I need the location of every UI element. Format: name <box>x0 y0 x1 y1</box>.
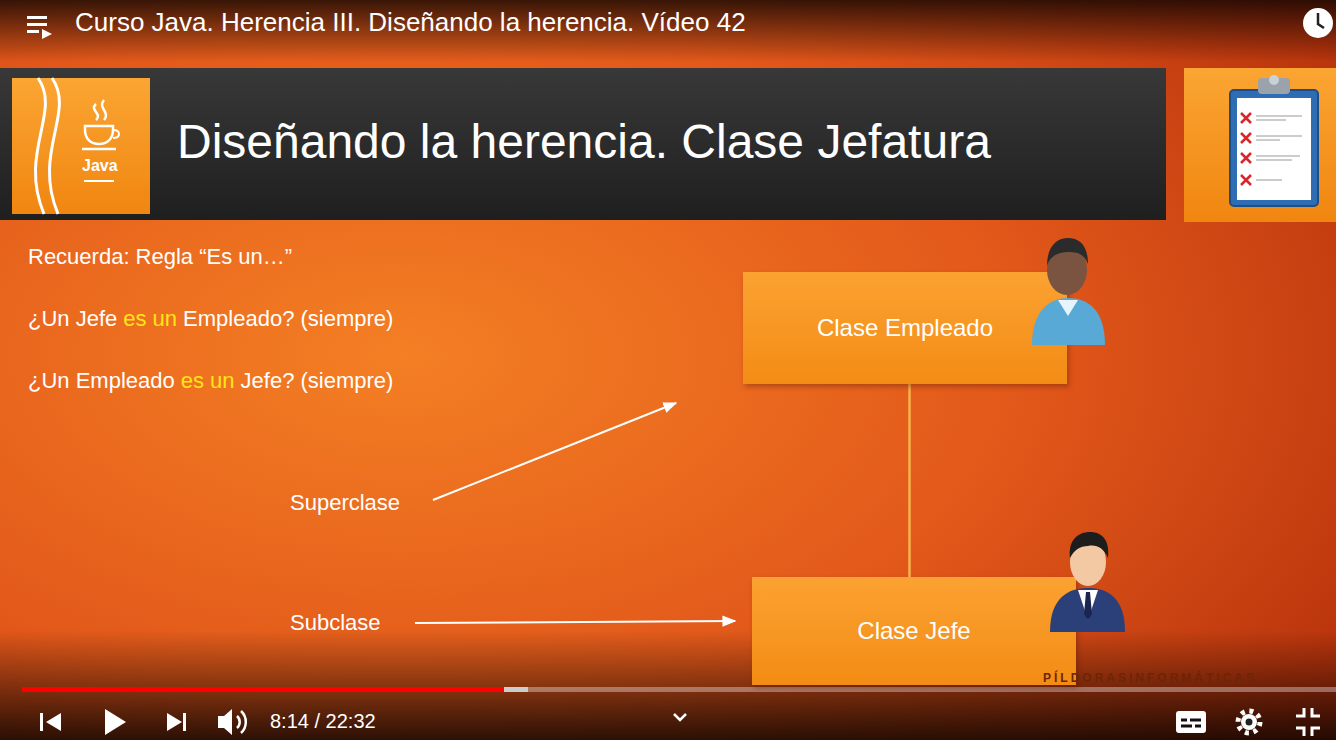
java-underline <box>84 180 114 182</box>
clipboard-clip <box>1269 75 1279 85</box>
logo-curve <box>49 78 59 214</box>
title-bar <box>0 68 1166 220</box>
clock-hand <box>1318 13 1324 28</box>
callout-label: Subclase <box>290 610 381 636</box>
next-icon <box>183 713 186 731</box>
boss-head <box>1070 538 1106 586</box>
fullscreen-exit-icon <box>1296 708 1320 736</box>
callout-arrow <box>433 403 676 500</box>
callout-label: Superclase <box>290 490 400 516</box>
logo-curve <box>35 78 45 214</box>
java-cup <box>85 126 113 144</box>
x-mark <box>1241 175 1251 185</box>
list-line <box>1256 116 1302 180</box>
question-text: Jefe? (siempre) <box>241 368 394 394</box>
logo-text: Java <box>82 156 118 175</box>
note-text: Recuerda: Regla “Es un…” <box>28 244 292 270</box>
playlist-play <box>42 29 52 39</box>
watermark: PÍLDORASINFORMÁTICAS <box>1043 671 1257 685</box>
employee-hair <box>1047 238 1088 266</box>
java-logo-box <box>12 78 150 214</box>
chevron-icon <box>674 714 686 720</box>
next-icon <box>167 713 182 731</box>
boss-tie <box>1084 592 1092 620</box>
gear-icon <box>1241 714 1257 730</box>
x-mark <box>1241 113 1251 123</box>
prev-icon <box>40 713 43 731</box>
highlight-text: es un <box>181 368 235 394</box>
x-mark <box>1241 153 1251 163</box>
volume-icon <box>218 709 232 735</box>
progress-track <box>22 687 1336 692</box>
boss-hair <box>1070 532 1109 558</box>
question-text: Empleado? (siempre) <box>183 306 393 332</box>
employee-body <box>1032 298 1105 345</box>
boss-shirt <box>1078 590 1098 620</box>
player-bottom-shade <box>0 630 1336 740</box>
box-label: Clase Jefe <box>857 617 970 646</box>
icon-box <box>1184 68 1336 222</box>
playlist-bar <box>27 30 39 33</box>
progress-played <box>22 687 504 692</box>
slide-title: Diseñando la herencia. Clase Jefatura <box>177 116 991 169</box>
subtitles-icon <box>1176 711 1206 733</box>
gear-teeth <box>1238 711 1260 733</box>
subtitles-lines <box>1181 720 1201 726</box>
clipboard-paper <box>1237 98 1311 200</box>
video-title: Curso Java. Herencia III. Diseñando la h… <box>75 7 746 38</box>
x-mark <box>1241 133 1251 143</box>
playlist-bar <box>27 23 47 26</box>
playlist-icon <box>27 16 52 39</box>
player-top-shade <box>0 0 1336 62</box>
prev-icon <box>46 713 61 731</box>
box-label: Clase Empleado <box>817 314 993 343</box>
boss-suit <box>1050 588 1125 632</box>
class-box: Clase Jefe <box>752 577 1076 685</box>
text-line: ¿Un Empleadoes unJefe? (siempre) <box>28 368 393 394</box>
check-marks <box>1241 113 1251 185</box>
player-controls <box>40 709 232 735</box>
highlight-text: es un <box>123 306 177 332</box>
gear-hole <box>1246 719 1253 726</box>
clock-icon <box>1303 8 1333 38</box>
class-box: Clase Empleado <box>743 272 1067 384</box>
question-text: ¿Un Jefe <box>28 306 117 332</box>
inheritance-line <box>908 384 911 577</box>
text-line: ¿Un Jefees unEmpleado? (siempre) <box>28 306 393 332</box>
callout-arrow <box>415 621 735 623</box>
question-text: ¿Un Empleado <box>28 368 175 394</box>
java-steam <box>94 100 106 120</box>
java-saucer <box>82 148 116 151</box>
java-cup-handle <box>113 130 119 138</box>
playlist-bar <box>27 16 47 19</box>
play-icon <box>105 709 126 735</box>
employee-collar <box>1058 300 1078 316</box>
clipboard <box>1230 90 1318 206</box>
progress-buffer <box>504 687 528 692</box>
volume-waves <box>237 711 246 733</box>
time-display: 8:14 / 22:32 <box>270 709 376 733</box>
employee-head <box>1047 245 1087 295</box>
list-lines <box>1256 116 1302 180</box>
